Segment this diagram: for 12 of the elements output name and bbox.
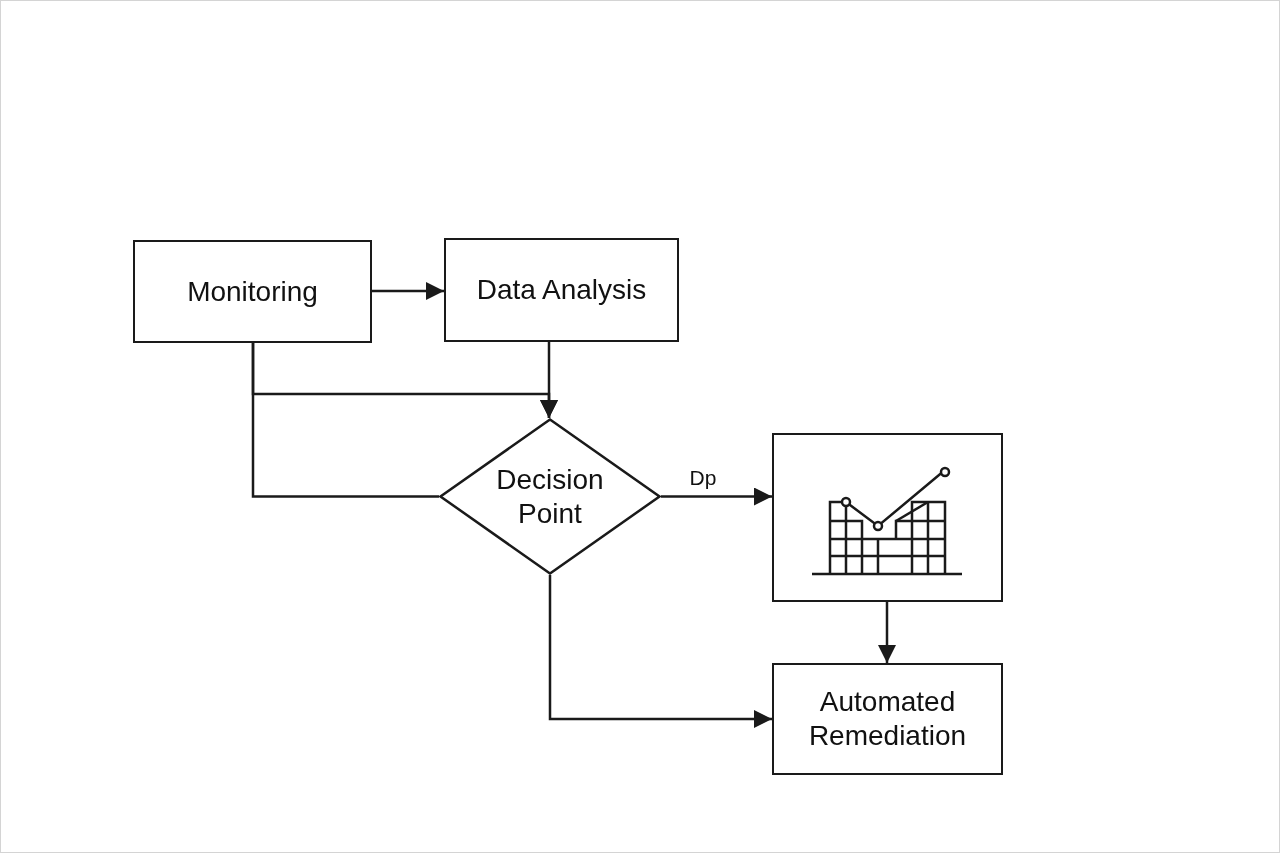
- arrow: [661, 487, 772, 506]
- arrow: [878, 602, 896, 663]
- arrow: [372, 282, 444, 300]
- node-label: Monitoring: [186, 274, 319, 309]
- process-box: [772, 663, 1003, 775]
- process-box: [133, 240, 372, 343]
- process-box: [444, 238, 679, 342]
- node-label: Automated Remediation: [807, 685, 968, 753]
- node-label: Data Analysis: [475, 273, 648, 307]
- arrow: [548, 575, 772, 728]
- chart-box: [772, 433, 1003, 602]
- node-label: Decision Point: [495, 462, 605, 531]
